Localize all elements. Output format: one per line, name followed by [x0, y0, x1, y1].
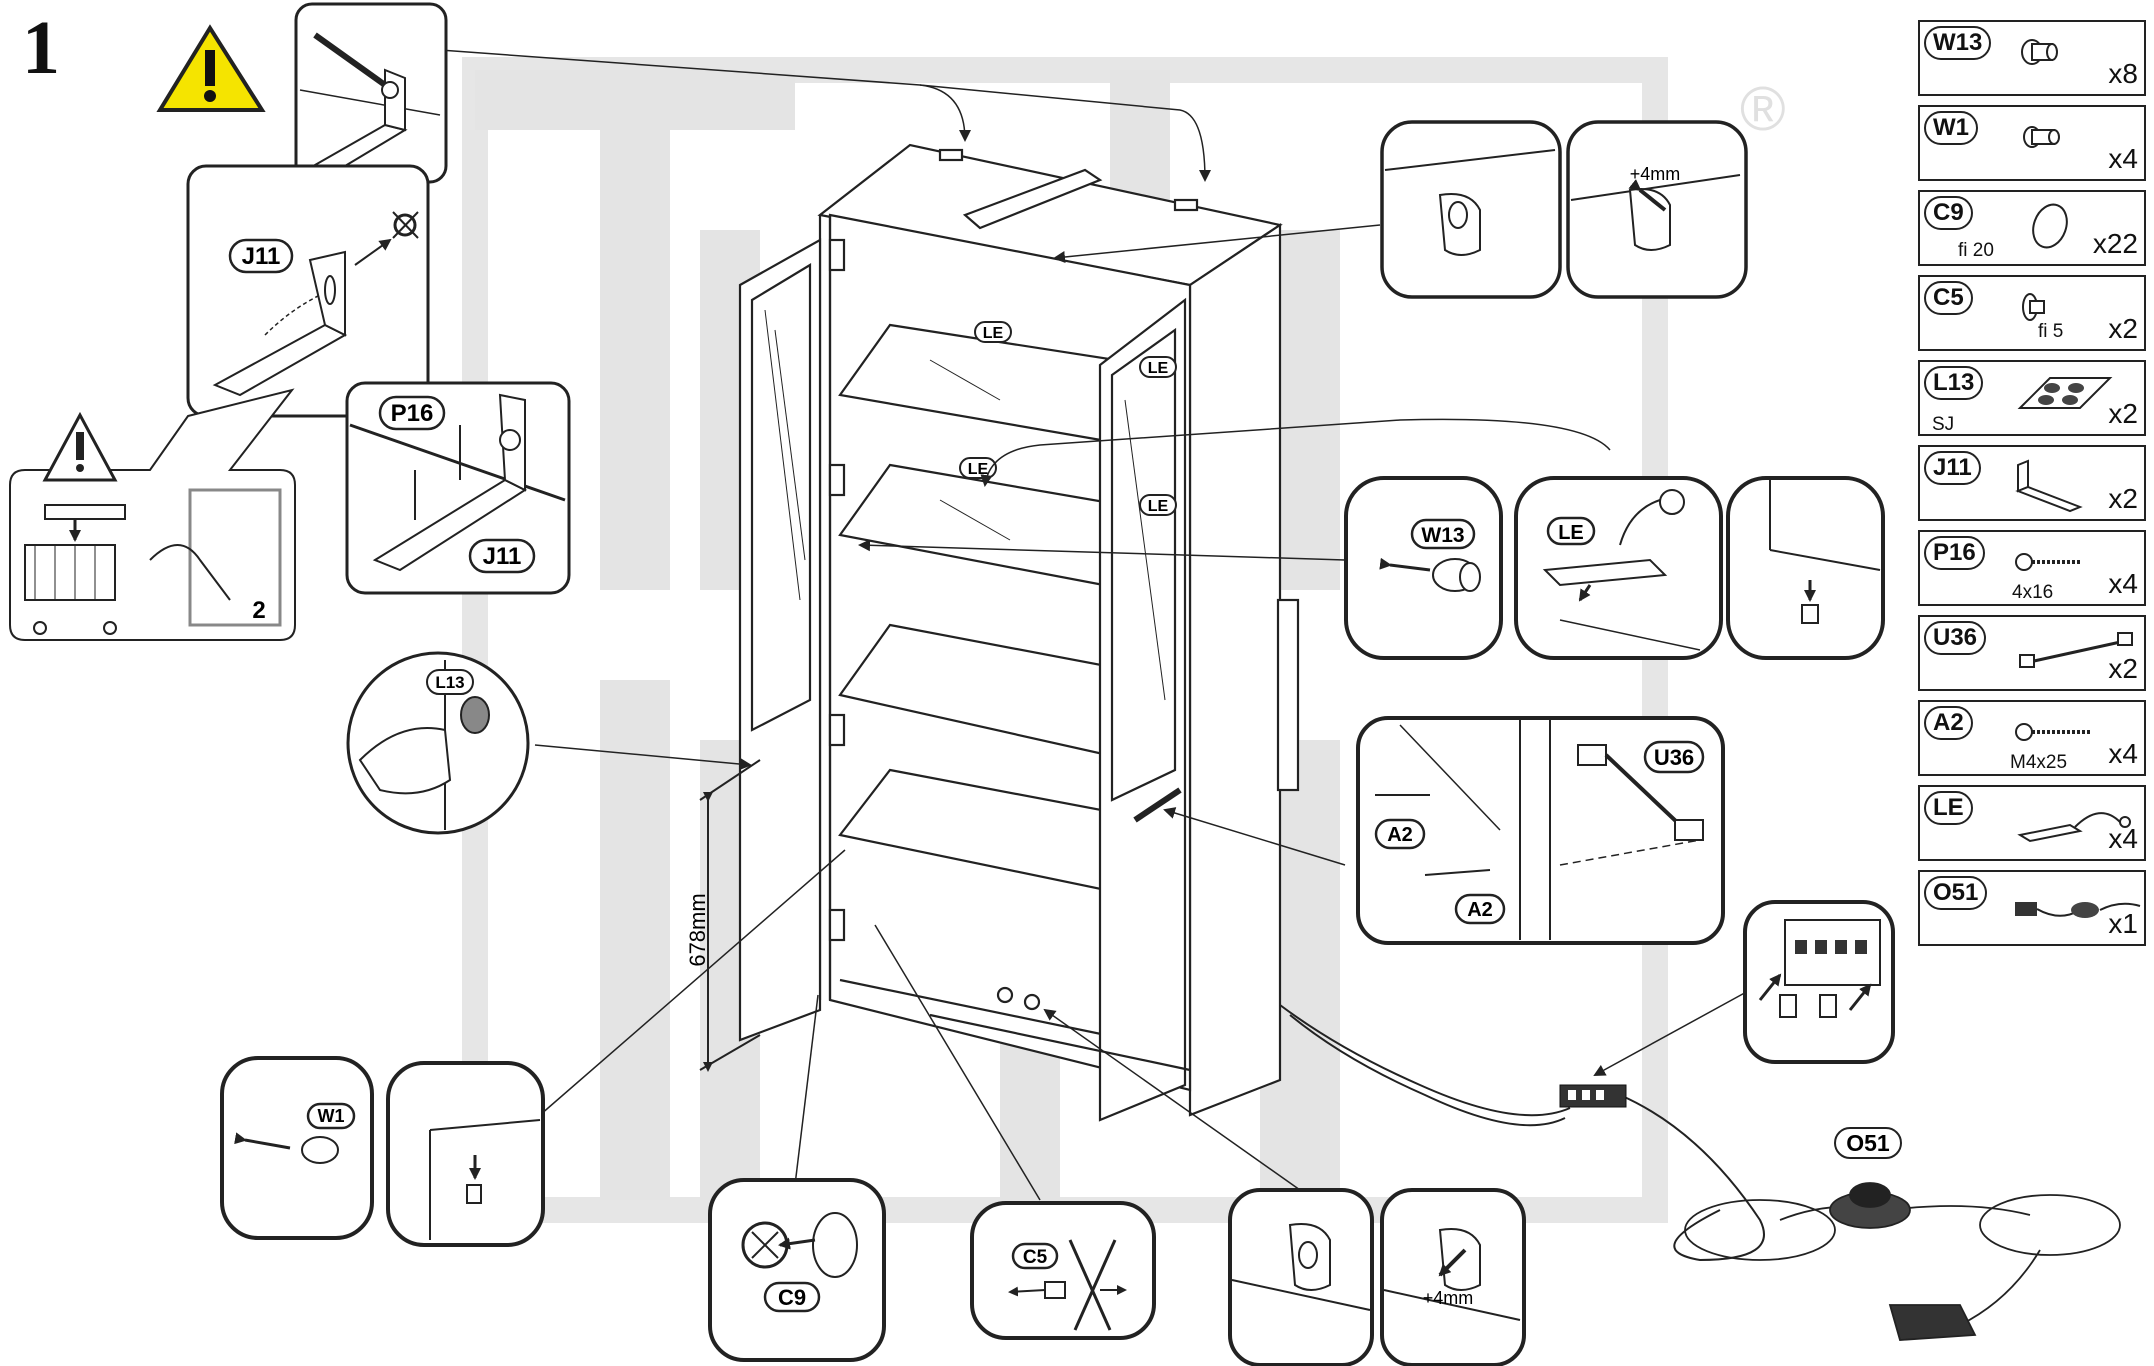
part-quantity: x1: [2108, 908, 2138, 939]
detail-a2-u36: A2 A2 U36: [1356, 716, 1725, 945]
part-quantity: x22: [2092, 228, 2138, 259]
part-quantity: x4: [2108, 143, 2138, 174]
o51-callout: O51: [1834, 1127, 1902, 1159]
detail-shelf-pin-top: [1726, 476, 1885, 660]
part-code: A2: [1924, 706, 1973, 740]
part-c9-icon: [2010, 202, 2090, 257]
leader-lines: [439, 49, 1751, 1201]
svg-text:O51: O51: [1846, 1130, 1890, 1156]
part-dimension: fi 5: [2038, 321, 2064, 342]
part-u36-icon: [2010, 627, 2140, 682]
svg-text:W13: W13: [1421, 524, 1464, 547]
part-quantity: x8: [2108, 58, 2138, 89]
detail-hinge-top: +4mm: [1380, 120, 1748, 299]
part-dimension: fi 20: [1958, 240, 1994, 261]
detail-w13: W13: [1344, 476, 1503, 660]
detail-c5: C5: [970, 1201, 1156, 1340]
part-quantity: x2: [2108, 398, 2138, 429]
detail-j11: J11: [186, 164, 430, 418]
part-code: L13: [1924, 366, 1984, 400]
part-w1-icon: [2010, 117, 2080, 162]
part-row-le: LE x4: [1918, 785, 2146, 861]
detail-l13: L13: [346, 651, 530, 835]
svg-text:LE: LE: [983, 325, 1004, 342]
detail-wall-warning: 2: [9, 388, 296, 641]
part-quantity: x4: [2108, 823, 2138, 854]
part-p16-icon: [2010, 542, 2100, 587]
part-dimension: M4x25: [2010, 752, 2068, 773]
svg-text:A2: A2: [1387, 824, 1413, 846]
detail-bracket-screw: [294, 2, 448, 184]
detail-hinge-bottom: +4mm: [1228, 1188, 1526, 1366]
part-code: O51: [1924, 876, 1988, 910]
svg-text:J11: J11: [483, 543, 522, 570]
part-dimension: SJ: [1932, 414, 1955, 435]
o51-switch-assembly: [1684, 1182, 2121, 1341]
height-dimension-label: 678mm: [685, 893, 710, 966]
svg-text:+4mm: +4mm: [1423, 1288, 1474, 1308]
part-code: W13: [1924, 26, 1992, 60]
step-number: 1: [22, 6, 60, 90]
part-row-c5: C5 fi 5 x2: [1918, 275, 2146, 351]
svg-text:C5: C5: [1023, 1247, 1048, 1268]
detail-w1: W1: [220, 1056, 374, 1240]
part-row-o51: O51 x1: [1918, 870, 2146, 946]
svg-text:U36: U36: [1654, 745, 1694, 770]
svg-text:P16: P16: [391, 400, 434, 427]
detail-connector: [1743, 900, 1895, 1064]
svg-text:LE: LE: [1558, 522, 1584, 544]
part-code: C5: [1924, 281, 1973, 315]
detail-p16: P16 J11: [345, 381, 571, 595]
part-o51-icon: [2010, 882, 2150, 937]
part-dimension: 4x16: [2012, 582, 2054, 603]
svg-text:LE: LE: [968, 461, 989, 478]
part-code: U36: [1924, 621, 1987, 655]
cabinet-le-labels: LE LE LE LE: [959, 321, 1177, 516]
part-a2-icon: [2010, 712, 2100, 757]
cabinet: [738, 143, 1300, 1122]
registered-mark: ®: [1740, 75, 1786, 144]
part-le-icon: [2010, 797, 2140, 852]
svg-text:C9: C9: [778, 1285, 806, 1310]
part-code: J11: [1924, 451, 1981, 485]
svg-text:L13: L13: [435, 673, 464, 692]
part-c5-icon: [2010, 287, 2080, 336]
part-quantity: x2: [2108, 483, 2138, 514]
part-code: P16: [1924, 536, 1985, 570]
part-row-w1: W1 x4: [1918, 105, 2146, 181]
part-quantity: x4: [2108, 568, 2138, 599]
part-code: W1: [1924, 111, 1978, 145]
part-row-j11: J11 x2: [1918, 445, 2146, 521]
detail-c9: C9: [708, 1178, 886, 1362]
power-cable: [1279, 1004, 1765, 1262]
cable-connector: [1559, 1084, 1627, 1108]
detail-shelf-pin-bottom: [386, 1061, 545, 1247]
part-code: LE: [1924, 791, 1973, 825]
part-quantity: x4: [2108, 738, 2138, 769]
svg-text:LE: LE: [1148, 360, 1169, 377]
part-l13-icon: [2010, 372, 2120, 421]
svg-text:A2: A2: [1467, 899, 1493, 921]
svg-text:W1: W1: [318, 1106, 345, 1126]
part-row-c9: C9 fi 20 x22: [1918, 190, 2146, 266]
part-quantity: x2: [2108, 313, 2138, 344]
part-code: C9: [1924, 196, 1973, 230]
svg-text:+4mm: +4mm: [1630, 164, 1681, 184]
svg-text:J11: J11: [242, 243, 281, 270]
part-j11-icon: [2010, 457, 2090, 522]
part-quantity: x2: [2108, 653, 2138, 684]
part-row-p16: P16 4x16 x4: [1918, 530, 2146, 606]
warning-triangle-icon: [156, 24, 266, 112]
part-w13-icon: [2010, 32, 2080, 77]
detail-le: LE: [1514, 476, 1723, 660]
svg-text:LE: LE: [1148, 498, 1169, 515]
part-row-u36: U36 x2: [1918, 615, 2146, 691]
svg-text:2: 2: [252, 597, 265, 624]
part-row-w13: W13 x8: [1918, 20, 2146, 96]
